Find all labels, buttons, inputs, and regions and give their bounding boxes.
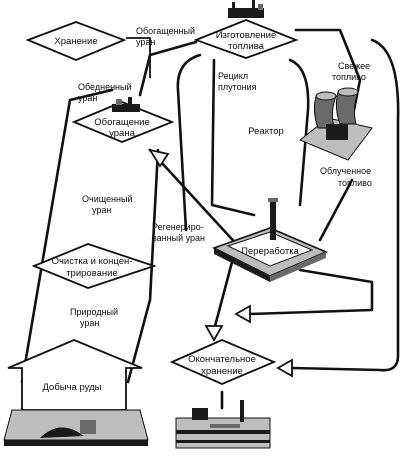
flow-enrichment-to-fabrication	[138, 40, 198, 97]
flow-right-loop-to-disposal	[290, 38, 400, 372]
purified-uranium-label-line1: Очищенный	[82, 194, 132, 204]
mining-label: Добыча руды	[43, 382, 102, 393]
plutonium-recycle-label-line1: Рецикл	[218, 71, 248, 81]
mining-shape	[7, 339, 143, 411]
flow-reprocessing-to-disposal	[212, 260, 234, 332]
final-disposal-label-line1: Окончательное	[188, 354, 256, 365]
fabrication-plant-icon	[228, 0, 264, 18]
fuel-fabrication-label-line2: топлива	[228, 41, 264, 52]
fuel-fabrication-shape	[193, 19, 299, 59]
final-disposal-shape	[169, 339, 277, 385]
fresh-fuel-label-line1: Свежее	[338, 61, 370, 71]
enriched-uranium-label-line1: Обогащенный	[136, 26, 195, 36]
enrichment-label-line1: Обогащение	[94, 117, 149, 128]
enrichment-label-line2: урана	[109, 128, 135, 139]
flow-lines	[20, 28, 400, 410]
spent-fuel-label-line2: топливо	[338, 178, 372, 188]
spent-fuel-label-line1: Облученное	[320, 166, 371, 176]
flow-mining-to-enrichment	[20, 88, 114, 384]
mine-site-icon	[3, 409, 149, 446]
arrowhead-disposal-right	[276, 358, 293, 378]
flow-reactor-right	[288, 58, 310, 207]
storage-shape	[25, 21, 127, 61]
flow-labels: Обогащенный уран Обедненный уран Рецикл …	[70, 26, 372, 328]
flow-spent-fuel-to-reprocessing	[318, 178, 354, 242]
regenerated-uranium-label-line2: ванный уран	[152, 233, 205, 243]
reactor-label: Реактор	[248, 126, 284, 137]
purification-label-line1: Очистка и концен-	[52, 256, 133, 267]
storage-label: Хранение	[54, 36, 97, 47]
final-disposal-label-line2: хранение	[201, 366, 243, 377]
disposal-site-icon	[175, 400, 271, 449]
flow-mining-right-edge	[126, 148, 160, 384]
flow-reactor-outline	[176, 53, 202, 232]
fuel-fabrication-label-line1: Изготовление	[216, 30, 277, 41]
purification-label-line2: трирование	[66, 268, 118, 279]
flow-storage-line	[126, 37, 151, 78]
enrichment-plant-icon	[112, 97, 140, 112]
reactor-icon	[299, 87, 373, 161]
natural-uranium-label-line1: Природный	[70, 307, 118, 317]
purified-uranium-label-line2: уран	[92, 205, 111, 215]
enriched-uranium-label-line2: уран	[136, 37, 155, 47]
plutonium-recycle-label-line2: плутония	[218, 82, 257, 92]
flow-regenerated-uranium	[148, 148, 242, 250]
reprocessing-label: Переработка	[241, 246, 299, 257]
fresh-fuel-label-line2: топливо	[332, 72, 366, 82]
purification-shape	[31, 243, 157, 289]
node-labels: Хранение Изготовление топлива Обогащение…	[43, 30, 300, 393]
flow-plutonium-loop	[210, 58, 256, 217]
reprocessing-icon	[211, 198, 329, 282]
arrowhead-loop-left	[234, 304, 251, 324]
flow-reprocessing-loop	[248, 268, 374, 316]
enrichment-shape	[71, 101, 175, 143]
arrowhead-regenerated	[148, 148, 170, 168]
arrowhead-disposal-top	[204, 325, 224, 342]
node-shapes	[3, 0, 373, 449]
regenerated-uranium-label-line1: Регенериро-	[152, 222, 204, 232]
natural-uranium-label-line2: уран	[80, 318, 99, 328]
depleted-uranium-label-line1: Обедненный	[78, 82, 132, 92]
depleted-uranium-label-line2: уран	[78, 93, 97, 103]
